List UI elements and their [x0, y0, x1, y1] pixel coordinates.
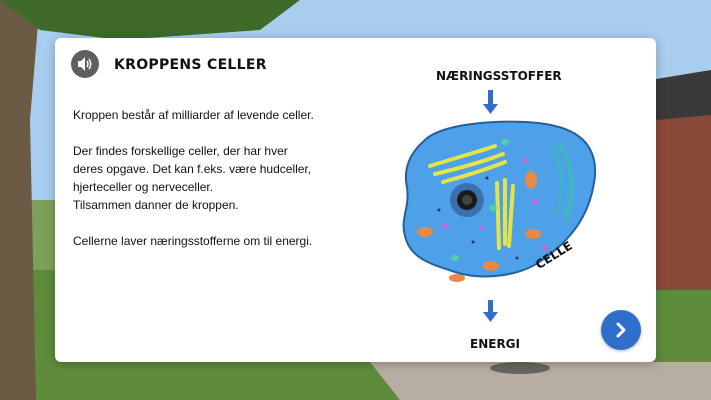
- speaker-icon: [78, 57, 92, 71]
- next-button[interactable]: [601, 310, 641, 350]
- paragraph-3: Cellerne laver næringsstofferne om til e…: [73, 234, 313, 248]
- cell-diagram: NÆRINGSSTOFFER: [385, 58, 615, 358]
- nutrients-label: NÆRINGSSTOFFER: [436, 69, 562, 83]
- chevron-right-icon: [616, 322, 626, 338]
- paragraph-2-line: deres opgave. Det kan f.eks. være hudcel…: [73, 162, 312, 176]
- audio-button[interactable]: [71, 50, 99, 78]
- cell-illustration: [402, 90, 597, 322]
- nutrients-arrow-icon: [483, 90, 498, 114]
- body-text: Kroppen består af milliarder af levende …: [73, 106, 353, 268]
- info-card: KROPPENS CELLER Kroppen består af millia…: [55, 38, 656, 362]
- paragraph-2-line: hjerteceller og nerveceller.: [73, 180, 214, 194]
- paragraph-1: Kroppen består af milliarder af levende …: [73, 108, 314, 122]
- paragraph-2-line: Tilsammen danner de kroppen.: [73, 198, 239, 212]
- energy-arrow-icon: [483, 300, 498, 322]
- paragraph-2: Der findes forskellige celler, der har h…: [73, 142, 353, 214]
- paragraph-2-line: Der findes forskellige celler, der har h…: [73, 144, 288, 158]
- page-title: KROPPENS CELLER: [114, 57, 267, 73]
- energy-label: ENERGI: [470, 337, 520, 351]
